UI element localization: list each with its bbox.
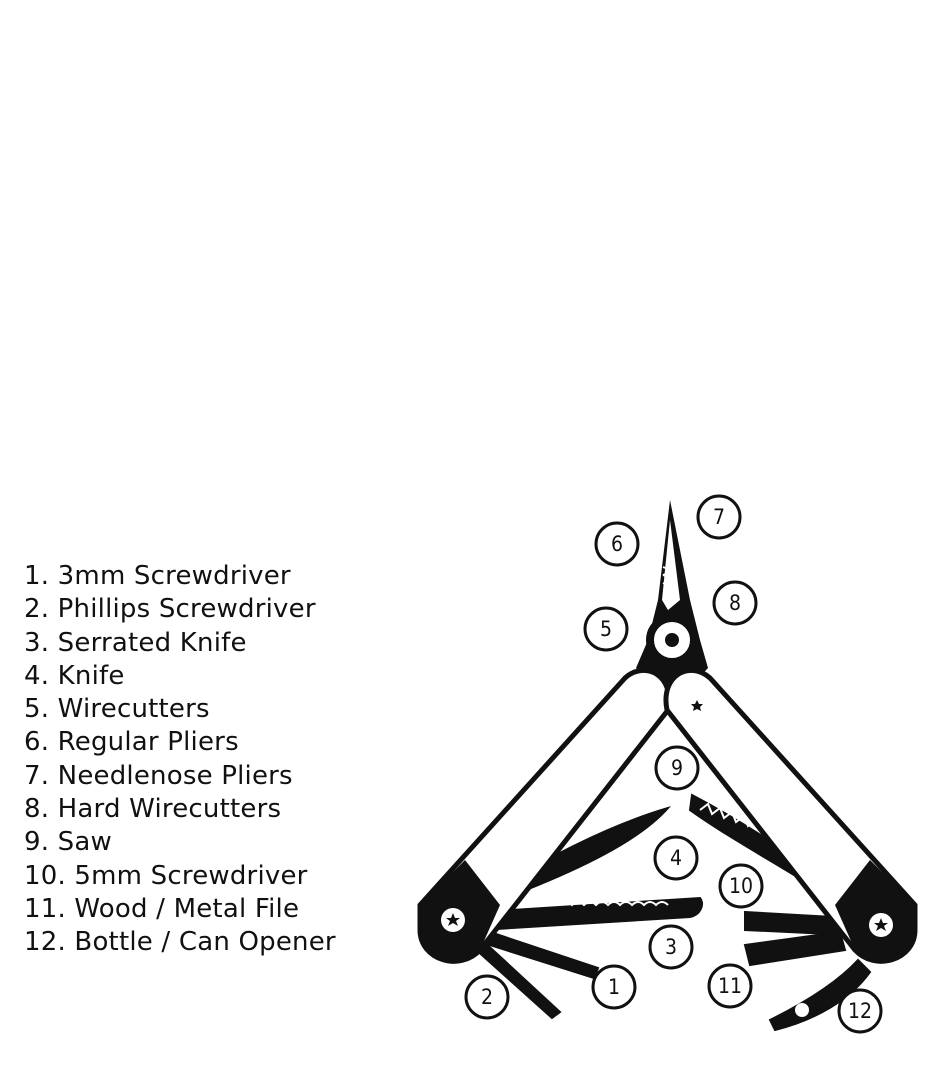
callout-12: 12 <box>837 988 883 1034</box>
svg-text:12: 12 <box>848 999 872 1023</box>
callout-9: 9 <box>654 745 700 791</box>
legend-item-5: 5. Wirecutters <box>24 694 210 725</box>
callout-4: 4 <box>653 835 699 881</box>
legend-item-7: 7. Needlenose Pliers <box>24 760 293 791</box>
legend-item-8: 8. Hard Wirecutters <box>24 794 282 825</box>
svg-text:4: 4 <box>670 846 682 870</box>
callout-11: 11 <box>707 963 753 1009</box>
svg-text:3: 3 <box>665 935 677 959</box>
legend-item-6: 6. Regular Pliers <box>24 727 239 758</box>
callout-5: 5 <box>583 606 629 652</box>
svg-text:5: 5 <box>600 617 612 641</box>
legend-item-9: 9. Saw <box>24 827 112 858</box>
svg-text:1: 1 <box>608 975 620 999</box>
serrated-knife-blade <box>479 896 703 932</box>
svg-text:11: 11 <box>718 974 742 998</box>
left-handle <box>417 667 672 964</box>
tool-legend: 1. 3mm Screwdriver 2. Phillips Screwdriv… <box>24 560 336 960</box>
right-handle <box>663 667 918 964</box>
svg-text:7: 7 <box>713 505 725 529</box>
pliers-head <box>636 500 708 700</box>
legend-item-2: 2. Phillips Screwdriver <box>24 594 316 625</box>
callout-8: 8 <box>712 580 758 626</box>
callout-6: 6 <box>594 521 640 567</box>
legend-item-10: 10. 5mm Screwdriver <box>24 860 308 891</box>
legend-item-12: 12. Bottle / Can Opener <box>24 927 336 958</box>
callout-2: 2 <box>464 974 510 1020</box>
legend-item-11: 11. Wood / Metal File <box>24 893 300 924</box>
pliers-handles <box>417 667 918 964</box>
legend-item-4: 4. Knife <box>24 660 125 691</box>
callout-7: 7 <box>696 494 742 540</box>
callout-10: 10 <box>718 863 764 909</box>
svg-text:8: 8 <box>729 591 741 615</box>
callout-3: 3 <box>648 924 694 970</box>
callouts: 1 2 3 4 5 6 7 8 9 10 11 12 <box>464 494 883 1034</box>
svg-text:10: 10 <box>729 874 753 898</box>
file-blade <box>743 930 847 967</box>
legend-item-3: 3. Serrated Knife <box>24 627 247 658</box>
svg-text:9: 9 <box>671 756 683 780</box>
svg-text:6: 6 <box>611 532 623 556</box>
legend-item-1: 1. 3mm Screwdriver <box>24 561 291 591</box>
svg-text:2: 2 <box>481 985 493 1009</box>
callout-1: 1 <box>591 964 637 1010</box>
